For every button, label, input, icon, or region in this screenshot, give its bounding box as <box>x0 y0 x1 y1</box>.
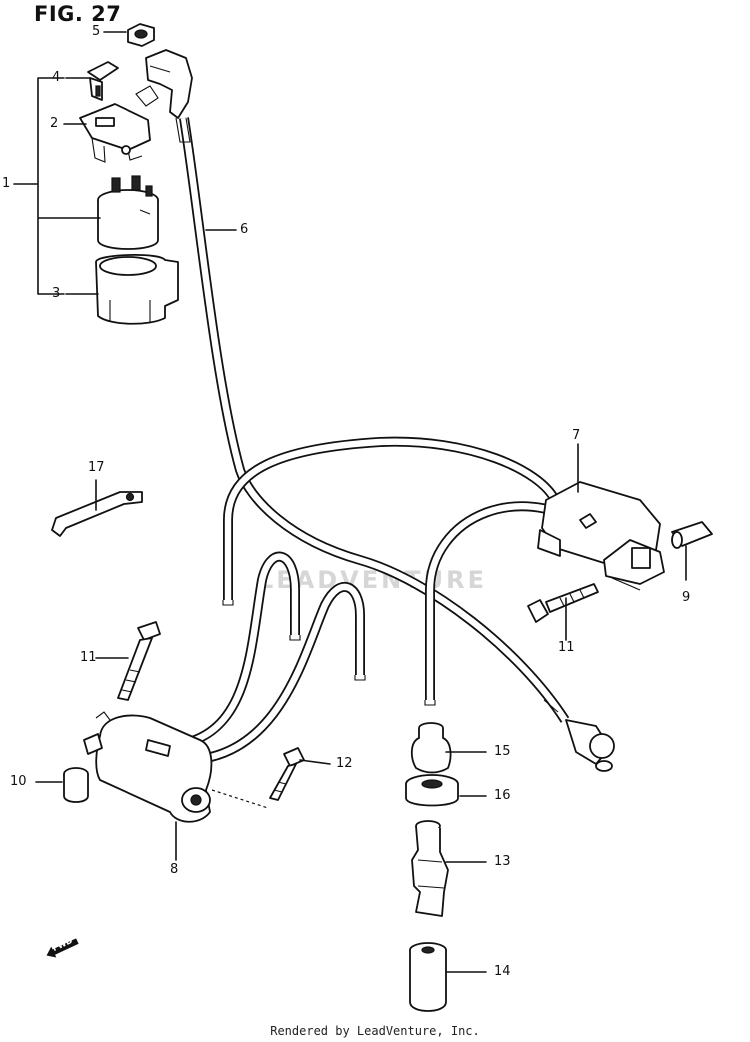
callout-13: 13 <box>494 854 511 869</box>
part-14-cap <box>409 942 447 1012</box>
wire-harness <box>174 117 614 765</box>
callout-9: 9 <box>682 590 691 605</box>
callout-8: 8 <box>170 862 179 877</box>
forward-direction-icon <box>46 938 79 958</box>
callout-7: 7 <box>572 428 581 443</box>
part-4-fuse <box>87 61 119 101</box>
callout-12: 12 <box>336 756 353 771</box>
part-11-bolt-right <box>527 583 599 623</box>
fwd-label: FWD <box>51 935 74 954</box>
part-13-suppressor <box>411 820 449 917</box>
callout-5: 5 <box>92 24 101 39</box>
part-10-cap <box>63 767 89 803</box>
part-3-relay-holder <box>95 254 179 325</box>
part-9-sleeve <box>671 521 713 549</box>
callout-1: 1 <box>2 176 11 191</box>
callout-2: 2 <box>50 116 59 131</box>
part-5-nut <box>127 23 155 47</box>
leader-lines <box>13 31 687 973</box>
callout-4: 4 <box>52 70 61 85</box>
callout-15: 15 <box>494 744 511 759</box>
part-11-bolt-left <box>117 621 161 701</box>
part-16-seal <box>405 774 459 807</box>
footer-credit: Rendered by LeadVenture, Inc. <box>270 1024 480 1038</box>
callout-6: 6 <box>240 222 249 237</box>
part-6-terminal-boot <box>135 49 193 143</box>
callout-11-left: 11 <box>80 650 97 665</box>
callout-10: 10 <box>10 774 27 789</box>
callout-3: 3 <box>52 286 61 301</box>
part-15-boot <box>410 722 452 774</box>
terminal-ring-right <box>565 719 615 772</box>
figure-title: FIG. 27 <box>34 2 122 26</box>
part-1-starter-relay <box>97 175 159 250</box>
callout-14: 14 <box>494 964 511 979</box>
callout-11-right: 11 <box>558 640 575 655</box>
part-17-clamp <box>51 491 143 537</box>
part-12-bolt <box>269 747 305 801</box>
part-2-bracket <box>79 103 151 163</box>
part-8-ignition-coil <box>83 711 269 823</box>
callout-16: 16 <box>494 788 511 803</box>
part-7-connector <box>537 481 665 591</box>
callout-17: 17 <box>88 460 105 475</box>
